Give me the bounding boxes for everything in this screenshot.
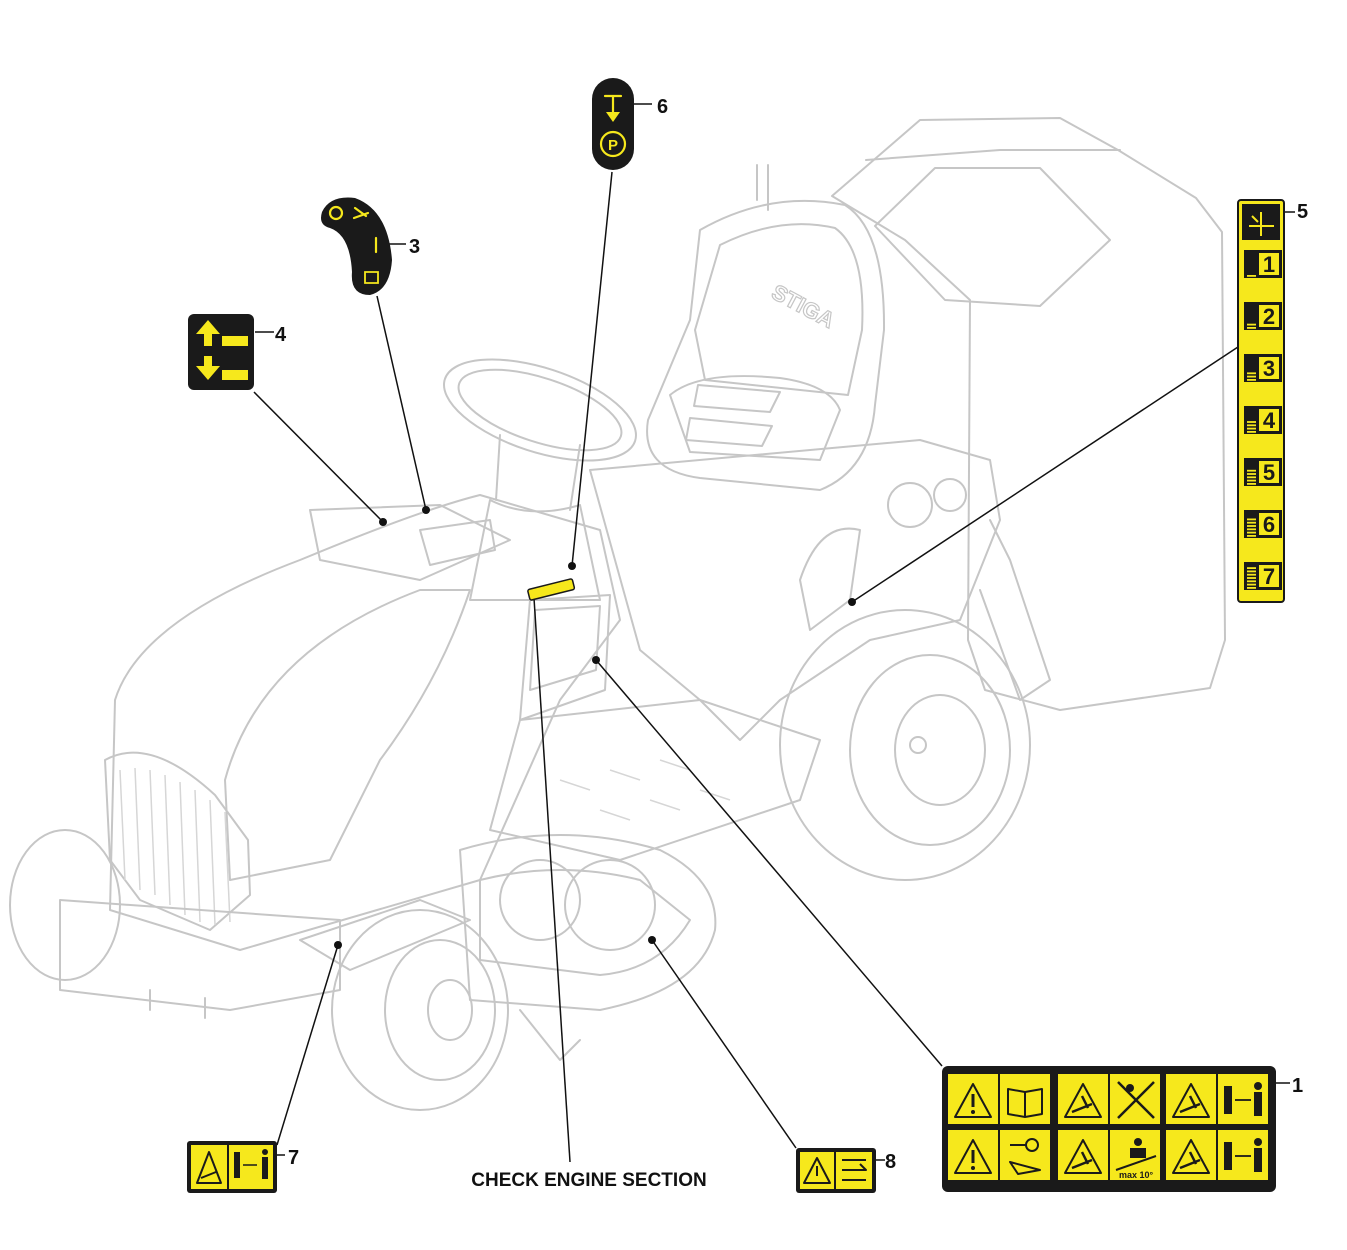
svg-text:P: P bbox=[608, 137, 618, 154]
height-step-label: 7 bbox=[1263, 564, 1275, 589]
check-engine-note: CHECK ENGINE SECTION bbox=[471, 1170, 706, 1191]
height-step: 6 bbox=[1244, 510, 1282, 538]
warning-cell: max 10° bbox=[1058, 1130, 1160, 1180]
decal-6-parking-brake: P bbox=[592, 78, 634, 170]
height-step-label: 4 bbox=[1263, 408, 1276, 433]
leader-lines bbox=[253, 103, 1295, 1163]
warning-cell bbox=[948, 1130, 1050, 1180]
warning-cell bbox=[948, 1074, 1050, 1124]
warning-cell bbox=[1166, 1074, 1268, 1124]
attachment-dots bbox=[334, 506, 856, 949]
height-step: 5 bbox=[1244, 458, 1282, 486]
seat-brand: STIGA bbox=[768, 279, 839, 333]
height-step: 1 bbox=[1244, 250, 1282, 278]
decal-7-keep-distance bbox=[187, 1141, 277, 1193]
decal-4-mower-lift bbox=[188, 314, 254, 390]
height-step: 3 bbox=[1244, 354, 1282, 382]
height-step: 7 bbox=[1244, 562, 1282, 590]
height-step-label: 6 bbox=[1263, 512, 1275, 537]
decal-1-safety-warnings: max 10° bbox=[942, 1066, 1276, 1192]
callout-1: 1 bbox=[1292, 1075, 1303, 1097]
height-step-label: 2 bbox=[1263, 304, 1275, 329]
height-step-label: 3 bbox=[1263, 356, 1275, 381]
warning-cell bbox=[1058, 1074, 1160, 1124]
height-step: 4 bbox=[1244, 406, 1282, 434]
height-step-label: 5 bbox=[1263, 460, 1275, 485]
callout-4: 4 bbox=[275, 324, 287, 346]
decal-3-throttle bbox=[321, 197, 392, 295]
callout-5: 5 bbox=[1297, 201, 1308, 223]
callout-6: 6 bbox=[657, 96, 668, 118]
height-step: 2 bbox=[1244, 302, 1282, 330]
tractor-outline: STIGA bbox=[9, 117, 1226, 1111]
height-step-label: 1 bbox=[1263, 252, 1275, 277]
height-steps: 1 2 3 4 5 6 7 bbox=[1244, 250, 1282, 590]
callout-7: 7 bbox=[288, 1147, 299, 1169]
callout-numbers: 1 3 4 5 6 7 8 bbox=[275, 96, 1308, 1173]
callout-8: 8 bbox=[885, 1151, 896, 1173]
slope-warning-text: max 10° bbox=[1119, 1170, 1154, 1180]
dash-decal bbox=[527, 578, 576, 601]
callout-3: 3 bbox=[409, 236, 420, 258]
warning-cells: max 10° bbox=[948, 1074, 1268, 1180]
warning-cell bbox=[1166, 1130, 1268, 1180]
decal-5-cutting-height: 1 2 3 4 5 6 7 bbox=[1237, 199, 1285, 603]
decal-8-warning bbox=[796, 1148, 876, 1193]
